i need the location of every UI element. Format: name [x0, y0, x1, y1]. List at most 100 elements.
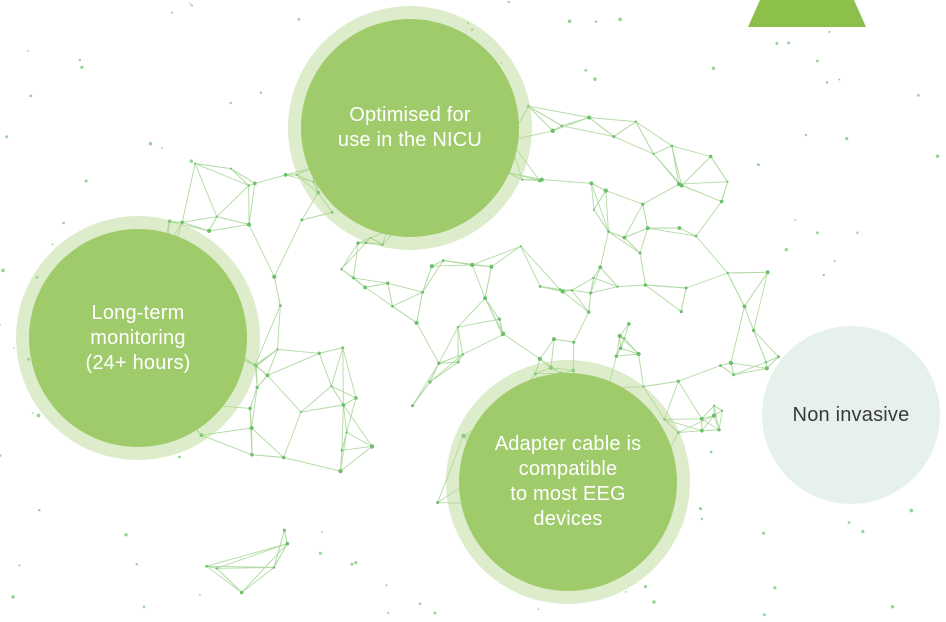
network-link — [613, 121, 637, 137]
network-node — [713, 404, 716, 407]
feature-nicu-text: Optimised for use in the NICU — [337, 104, 483, 151]
network-link — [254, 364, 258, 388]
network-link — [331, 385, 357, 399]
network-link — [733, 367, 767, 376]
scatter-dot — [861, 529, 865, 534]
network-link — [431, 260, 444, 267]
network-node — [489, 264, 494, 269]
network-node — [369, 444, 375, 449]
network-link — [678, 415, 715, 433]
network-node — [586, 310, 591, 314]
network-node — [249, 425, 254, 431]
network-link — [617, 284, 646, 288]
network-node — [638, 251, 642, 255]
network-link — [216, 567, 243, 593]
network-link — [616, 353, 639, 357]
feature-monitoring-bubble: Long-term monitoring (24+ hours) — [16, 216, 260, 460]
network-link — [608, 231, 641, 254]
network-link — [343, 397, 357, 406]
network-node — [618, 346, 623, 351]
network-link — [599, 267, 618, 287]
network-link — [319, 347, 343, 354]
network-link — [230, 168, 250, 186]
scatter-dot — [12, 347, 15, 350]
network-link — [341, 268, 354, 279]
scatter-dot — [142, 605, 146, 609]
network-node — [552, 337, 556, 342]
scatter-dot — [756, 163, 760, 167]
scatter-dot — [537, 608, 540, 611]
scatter-dot — [29, 94, 33, 98]
network-node — [470, 262, 475, 268]
network-link — [341, 445, 373, 451]
network-link — [437, 435, 464, 503]
network-link — [642, 204, 649, 229]
network-node — [550, 128, 555, 133]
network-link — [753, 330, 779, 358]
network-node — [626, 322, 631, 326]
network-node — [589, 181, 594, 186]
scatter-dot — [11, 595, 15, 599]
network-link — [457, 327, 464, 355]
network-link — [730, 306, 745, 364]
scatter-dot — [148, 141, 153, 146]
network-link — [357, 237, 371, 244]
network-link — [680, 287, 687, 312]
network-link — [251, 454, 284, 458]
network-node — [592, 208, 595, 211]
network-node — [436, 501, 440, 505]
network-link — [285, 167, 313, 176]
network-node — [643, 283, 648, 287]
scatter-dot — [794, 218, 797, 221]
network-link — [370, 237, 383, 245]
network-link — [608, 231, 625, 239]
network-link — [560, 369, 574, 374]
network-link — [300, 385, 332, 413]
scatter-dot — [784, 248, 788, 252]
network-node — [341, 346, 345, 350]
network-node — [764, 360, 768, 364]
network-link — [744, 306, 755, 331]
network-link — [664, 418, 703, 432]
network-node — [381, 243, 384, 246]
network-link — [195, 163, 232, 170]
network-node — [428, 380, 432, 384]
network-node — [283, 173, 288, 177]
network-node — [764, 366, 769, 371]
scatter-dot — [38, 508, 41, 512]
network-node — [194, 162, 197, 165]
scatter-dot — [36, 413, 41, 418]
scatter-dot — [711, 66, 716, 71]
network-node — [726, 180, 729, 183]
network-node — [330, 385, 333, 388]
scatter-dot — [259, 91, 263, 94]
network-link — [671, 145, 680, 185]
network-node — [461, 433, 466, 438]
network-link — [528, 105, 590, 118]
network-link — [340, 446, 373, 472]
network-node — [429, 264, 434, 269]
network-link — [364, 287, 393, 307]
network-link — [342, 347, 357, 399]
network-link — [341, 242, 367, 270]
network-link — [273, 530, 285, 568]
network-node — [363, 285, 368, 290]
scatter-dot — [709, 450, 713, 454]
scatter-dot — [787, 41, 791, 45]
network-node — [676, 431, 680, 434]
network-link — [365, 282, 388, 288]
scatter-dot — [584, 69, 588, 72]
network-link — [624, 237, 641, 254]
scatter-dot — [838, 78, 841, 81]
network-link — [457, 297, 486, 328]
network-node — [612, 135, 616, 139]
scatter-dot — [161, 147, 164, 149]
network-link — [639, 228, 649, 254]
scatter-dot — [189, 159, 194, 163]
network-node — [533, 372, 537, 376]
scatter-dot — [178, 455, 181, 459]
network-node — [641, 202, 645, 206]
network-link — [678, 430, 702, 433]
scatter-dot — [189, 3, 191, 5]
network-node — [247, 184, 250, 187]
